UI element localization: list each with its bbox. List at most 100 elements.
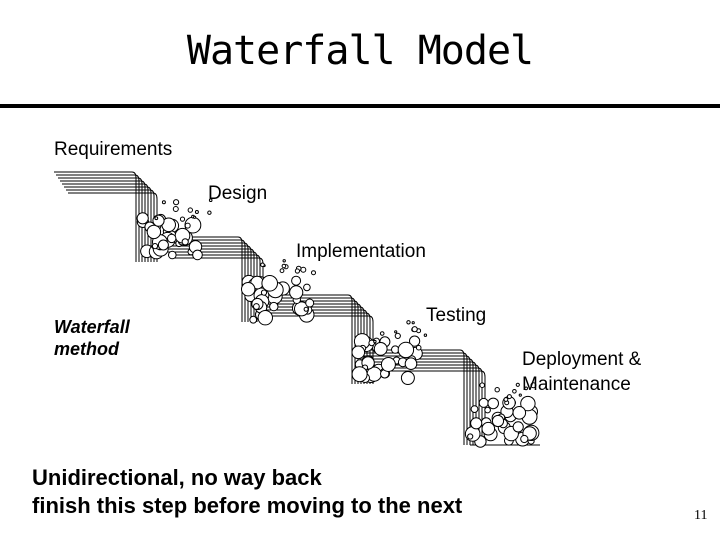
title-divider <box>0 104 720 108</box>
stage-label-deployment: Deployment & <box>522 349 642 370</box>
splash-bubble <box>404 357 418 371</box>
spray-droplet <box>154 216 159 221</box>
splash-bubble <box>305 298 315 308</box>
splash-bubble <box>253 303 260 310</box>
stage-label-testing: Testing <box>426 305 487 326</box>
page-number: 11 <box>694 508 708 523</box>
waterfall-line <box>56 174 140 262</box>
spray-droplet <box>208 198 213 202</box>
splash-bubble <box>303 283 311 292</box>
method-label-line2: method <box>54 339 119 359</box>
splash-bubble <box>470 417 483 430</box>
spray-droplet <box>207 210 212 215</box>
waterfall-line <box>164 248 255 322</box>
splash-bubble <box>400 371 415 385</box>
splash-bubble <box>192 249 203 261</box>
splash-bubble <box>152 214 165 227</box>
spray-droplet <box>503 397 509 402</box>
splash-bubble <box>512 421 524 433</box>
splash-bubble <box>520 434 529 444</box>
waterfall-line <box>54 171 137 262</box>
splash-bubble <box>409 335 421 347</box>
splash-bubble <box>261 275 279 292</box>
spray-droplet <box>300 266 307 273</box>
splash-bubble <box>512 406 527 420</box>
waterfall-line <box>368 367 483 445</box>
waterfall-method-label: Waterfall method <box>54 316 130 360</box>
caption-line1: Unidirectional, no way back <box>32 465 322 490</box>
spray-droplet <box>194 210 199 214</box>
slide-caption: Unidirectional, no way back finish this … <box>32 464 462 520</box>
splash-bubble <box>241 282 256 297</box>
waterfall-line <box>258 312 371 384</box>
spray-droplet <box>161 200 166 205</box>
splash-bubble <box>415 344 422 351</box>
spray-droplet <box>494 387 500 393</box>
waterfall-line <box>260 315 374 384</box>
waterfall-line <box>68 192 158 262</box>
spray-droplet <box>411 321 415 325</box>
stage-label-implementation: Implementation <box>296 241 426 262</box>
waterfall-line <box>256 309 368 384</box>
splash-bubble <box>373 342 388 356</box>
spray-droplet <box>394 330 398 334</box>
slide-title: Waterfall Model <box>186 28 534 74</box>
spray-droplet <box>294 268 300 274</box>
splash-bubble <box>520 395 536 412</box>
spray-droplet <box>512 389 517 394</box>
splash-bubble <box>146 224 162 240</box>
spray-droplet <box>506 394 512 400</box>
spray-droplet <box>406 320 411 325</box>
splash-bubble <box>303 306 309 312</box>
caption-line2: finish this step before moving to the ne… <box>32 493 463 518</box>
splash-bubble <box>289 285 304 300</box>
splash-bubble <box>179 216 186 222</box>
stage-label-design: Design <box>208 183 268 204</box>
method-label-line1: Waterfall <box>54 317 130 337</box>
spray-droplet <box>172 206 179 212</box>
spray-droplet <box>187 207 194 213</box>
spray-droplet <box>173 199 180 206</box>
splash-bubble <box>167 233 177 244</box>
waterfall-line <box>370 370 486 445</box>
spray-droplet <box>379 331 385 336</box>
splash-bubble <box>470 405 479 414</box>
spray-droplet <box>411 326 418 333</box>
splash-bubble <box>181 238 189 246</box>
spray-droplet <box>524 386 528 391</box>
splash-bubble <box>168 250 177 260</box>
waterfall-line <box>168 254 261 322</box>
splash-bubble <box>260 289 268 296</box>
spray-droplet <box>479 382 486 389</box>
splash-bubble <box>249 315 258 324</box>
waterfall-line <box>58 177 143 262</box>
spray-droplet <box>394 332 401 339</box>
spray-droplet <box>260 262 265 268</box>
stage-label-requirements: Requirements <box>54 139 173 160</box>
spray-droplet <box>515 382 520 387</box>
splash-bubble <box>151 243 159 250</box>
splash-bubble <box>351 366 368 383</box>
spray-droplet <box>279 268 285 274</box>
waterfall-step-lines <box>54 171 540 446</box>
spray-droplet <box>423 333 428 337</box>
waterfall-line <box>62 183 149 262</box>
splash-bubble <box>184 222 191 229</box>
splash-bubble <box>136 212 149 225</box>
spray-droplet <box>518 393 522 397</box>
splash-bubble <box>467 433 474 440</box>
spray-droplet <box>282 259 286 263</box>
splash-bubble <box>257 310 273 326</box>
splash-bubble <box>491 414 505 428</box>
splash-bubble <box>397 341 415 359</box>
waterfall-splash-bubbles <box>136 198 540 448</box>
splash-bubble <box>487 397 500 410</box>
splash-bubble <box>157 239 169 251</box>
splash-bubble <box>291 275 302 286</box>
splash-bubble <box>481 421 496 436</box>
splash-bubble <box>478 397 489 408</box>
waterfall-line <box>66 189 155 262</box>
splash-bubble <box>351 345 366 360</box>
